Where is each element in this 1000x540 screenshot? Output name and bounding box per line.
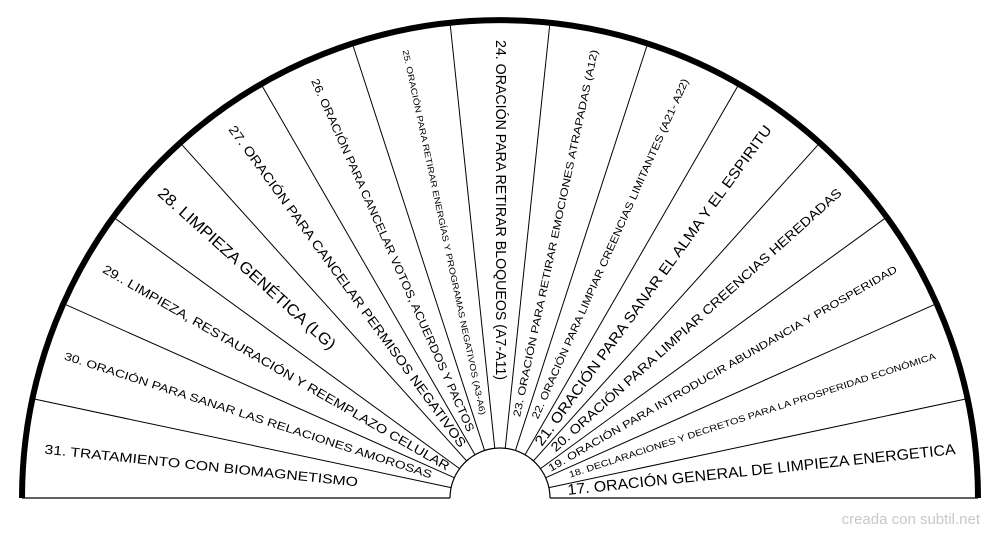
- sector-divider: [63, 303, 455, 479]
- sector-label-24: 24. ORACIÓN PARA RETIRAR BLOQUEOS (A7-A1…: [492, 40, 509, 380]
- outer-arc: [19, 17, 981, 499]
- sector-divider: [112, 216, 460, 470]
- sector-divider: [540, 216, 888, 470]
- sector-divider: [524, 83, 740, 455]
- sector-divider: [514, 43, 649, 451]
- watermark: creada con subtil.net: [841, 511, 980, 528]
- sector-divider: [449, 22, 496, 449]
- sector-divider: [32, 398, 452, 489]
- sector-divider: [504, 22, 551, 449]
- sector-label-31: 31. TRATAMIENTO CON BIOMAGNETISMO: [44, 442, 359, 490]
- sector-divider: [548, 398, 968, 489]
- sector-label-28: 28. LIMPIEZA GENÉTICA (LG): [154, 184, 340, 354]
- sector-divider: [545, 303, 937, 479]
- sector-divider: [260, 83, 476, 455]
- sector-divider: [533, 142, 821, 462]
- sector-divider: [351, 43, 486, 451]
- inner-arc: [449, 447, 551, 499]
- sector-label-17: 17. ORACIÓN GENERAL DE LIMPIEZA ENERGETI…: [567, 441, 957, 499]
- sector-divider: [179, 142, 467, 462]
